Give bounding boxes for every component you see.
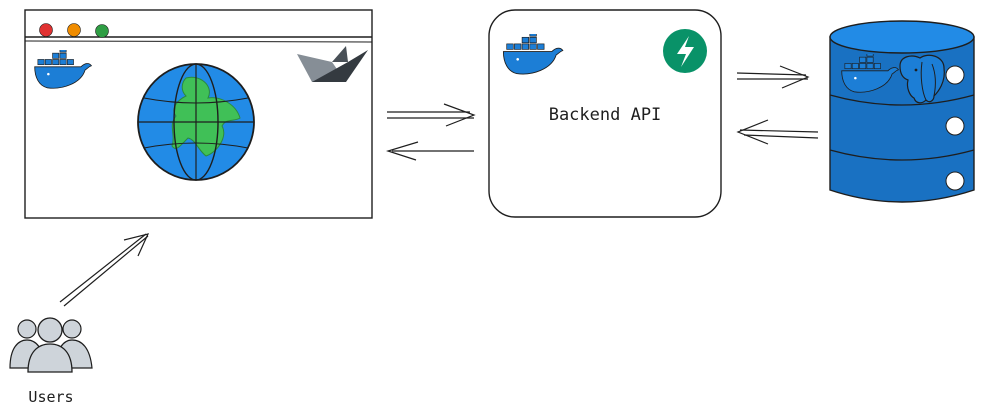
arrow-frontend-to-backend bbox=[387, 103, 476, 127]
frontend-window bbox=[24, 9, 373, 219]
svelte-logo-icon bbox=[297, 46, 368, 82]
window-maximize-dot[interactable] bbox=[95, 24, 109, 38]
window-close-dot[interactable] bbox=[39, 23, 53, 37]
postgresql-elephant-icon bbox=[899, 54, 945, 104]
users-label: Users bbox=[28, 388, 73, 406]
globe-icon bbox=[137, 63, 255, 181]
backend-node: Backend API bbox=[488, 9, 722, 218]
db-disk-indicator-3 bbox=[945, 171, 965, 191]
window-titlebar-divider-2 bbox=[24, 40, 373, 43]
arrow-users-to-frontend bbox=[59, 233, 150, 307]
db-disk-indicator-2 bbox=[945, 116, 965, 136]
arrow-database-to-backend bbox=[736, 119, 819, 145]
db-disk-indicator-1 bbox=[945, 65, 965, 85]
database-node bbox=[829, 20, 975, 203]
backend-label: Backend API bbox=[549, 105, 662, 125]
fastapi-bolt-icon bbox=[663, 29, 707, 73]
arrow-backend-to-database bbox=[736, 65, 810, 89]
arrow-backend-to-frontend bbox=[385, 141, 474, 161]
window-minimize-dot[interactable] bbox=[67, 23, 81, 37]
users-group-icon bbox=[9, 317, 93, 373]
